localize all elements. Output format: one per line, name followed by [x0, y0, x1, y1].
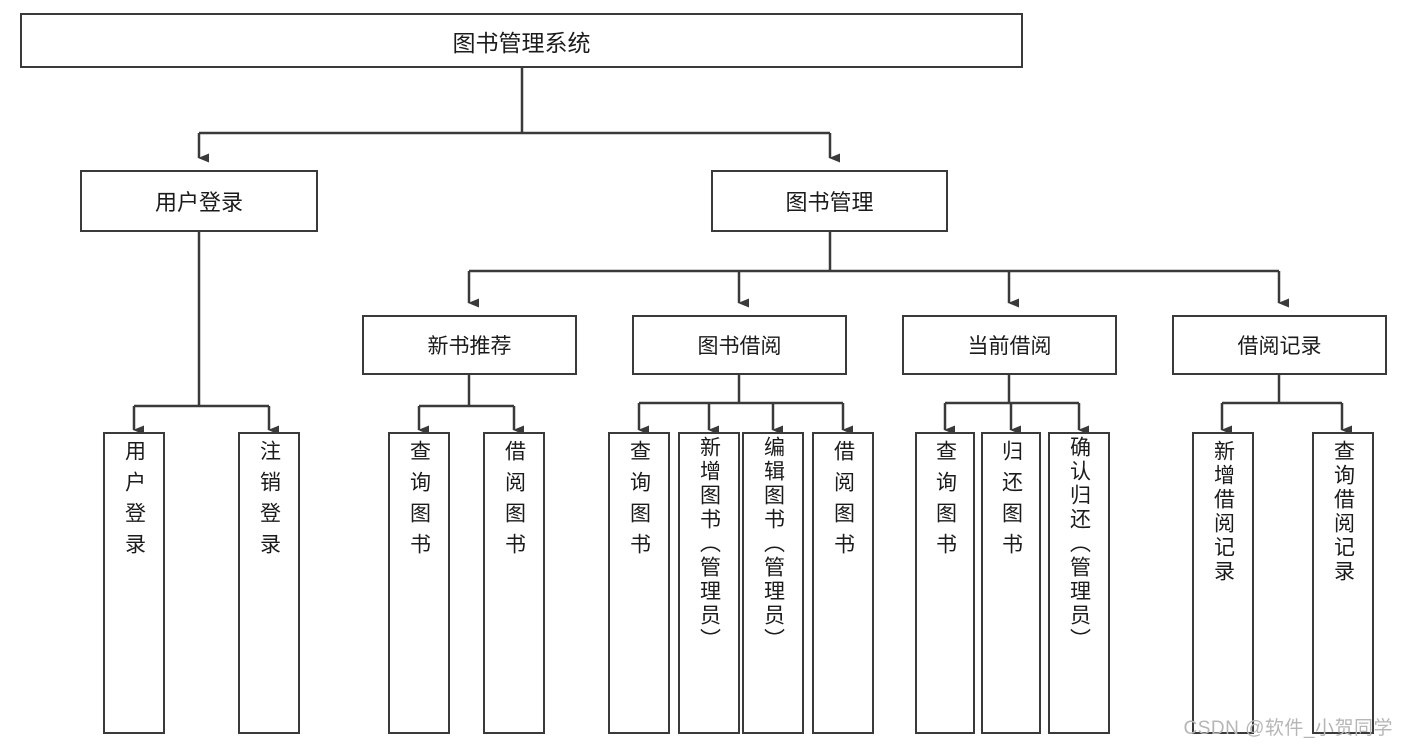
node-label: 归还图书	[999, 440, 1023, 564]
node-label: 新增借阅记录	[1211, 440, 1235, 584]
csdn-watermark: CSDN @软件_小贺同学	[1183, 718, 1393, 739]
node-label: 确认归还（管理员）	[1067, 436, 1091, 652]
leaf-return-book[interactable]: 归还图书	[981, 432, 1041, 734]
node-label: 借阅图书	[502, 440, 526, 564]
node-label: 当前借阅	[967, 335, 1052, 358]
node-book-borrow[interactable]: 图书借阅	[632, 315, 847, 375]
leaf-query-borrow-record[interactable]: 查询借阅记录	[1312, 432, 1374, 734]
leaf-borrow-book-new[interactable]: 借阅图书	[483, 432, 545, 734]
leaf-confirm-return-admin[interactable]: 确认归还（管理员）	[1048, 432, 1110, 734]
leaf-borrow-book[interactable]: 借阅图书	[812, 432, 874, 734]
node-label: 注销登录	[257, 440, 281, 564]
node-label: 借阅图书	[831, 440, 855, 564]
node-label: 查询图书	[933, 440, 957, 564]
node-label: 编辑图书（管理员）	[761, 436, 785, 652]
leaf-query-book-borrow[interactable]: 查询图书	[608, 432, 670, 734]
node-label: 用户登录	[122, 440, 146, 564]
node-book-management[interactable]: 图书管理	[711, 170, 948, 232]
node-label: 图书借阅	[697, 335, 782, 358]
node-label: 新书推荐	[427, 335, 512, 358]
node-new-book-recommend[interactable]: 新书推荐	[362, 315, 577, 375]
node-label: 查询图书	[627, 440, 651, 564]
node-borrow-record[interactable]: 借阅记录	[1172, 315, 1387, 375]
node-user-login[interactable]: 用户登录	[80, 170, 318, 232]
node-label: 用户登录	[154, 190, 243, 215]
leaf-query-book-current[interactable]: 查询图书	[915, 432, 975, 734]
node-label: 图书管理	[785, 190, 874, 215]
leaf-edit-book-admin[interactable]: 编辑图书（管理员）	[742, 432, 804, 734]
leaf-add-borrow-record[interactable]: 新增借阅记录	[1192, 432, 1254, 734]
node-label: 新增图书（管理员）	[697, 436, 721, 652]
node-label: 查询借阅记录	[1331, 440, 1355, 584]
node-label: 图书管理系统	[452, 29, 591, 56]
leaf-logout[interactable]: 注销登录	[238, 432, 300, 734]
node-current-borrow[interactable]: 当前借阅	[902, 315, 1117, 375]
node-label: 借阅记录	[1237, 335, 1322, 358]
node-label: 查询图书	[407, 440, 431, 564]
leaf-query-book-new[interactable]: 查询图书	[388, 432, 450, 734]
node-root-system[interactable]: 图书管理系统	[20, 13, 1023, 68]
leaf-add-book-admin[interactable]: 新增图书（管理员）	[678, 432, 740, 734]
leaf-user-login[interactable]: 用户登录	[103, 432, 165, 734]
